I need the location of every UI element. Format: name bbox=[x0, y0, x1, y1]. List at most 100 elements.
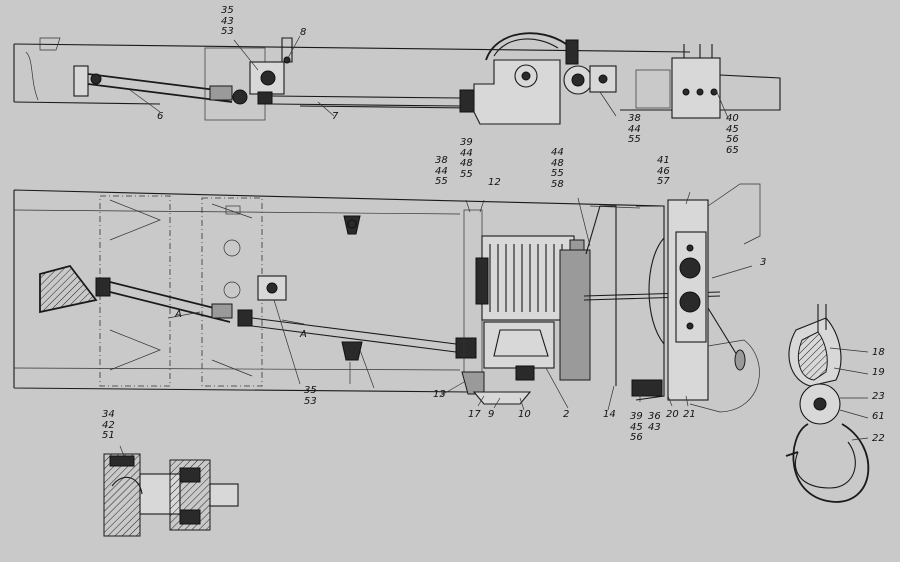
plan-propeller-shaft bbox=[39, 264, 477, 359]
callout-number: 39 bbox=[460, 137, 473, 148]
callout-number: 53 bbox=[221, 26, 234, 37]
callout-number: 55 bbox=[435, 176, 448, 187]
winch-body-plan bbox=[461, 205, 641, 405]
guide-bolt-b bbox=[696, 88, 704, 96]
drum-cable-wraps bbox=[489, 244, 563, 312]
frame-rail-top-line bbox=[13, 43, 691, 53]
callout-number: 43 bbox=[221, 15, 234, 27]
callout-2: 2 bbox=[563, 409, 569, 421]
plan-ujoint-gearbox bbox=[455, 337, 477, 359]
callout-number: 35 bbox=[304, 385, 317, 396]
callout-number: A bbox=[300, 329, 307, 340]
hook-leaders bbox=[829, 347, 869, 441]
bearing-lower bbox=[179, 509, 201, 525]
callout-18: 18 bbox=[872, 347, 885, 359]
gear-hub bbox=[521, 71, 531, 81]
callout-number: 20 bbox=[666, 409, 679, 420]
rear-cable-guide-side bbox=[635, 44, 721, 119]
callout-38-44-55-left: 38 44 55 bbox=[435, 155, 448, 188]
callout-number: 40 bbox=[726, 113, 739, 124]
side-view-leaders bbox=[129, 35, 729, 119]
callout-34-42-51: 34 42 51 bbox=[102, 409, 115, 442]
side-view bbox=[13, 32, 781, 125]
callout-number: 42 bbox=[102, 419, 115, 431]
winch-side-frame bbox=[559, 249, 591, 381]
callout-number: 44 bbox=[628, 123, 641, 135]
callout-number: 7 bbox=[332, 111, 339, 122]
gearbox-drain bbox=[515, 365, 535, 381]
callout-17: 17 bbox=[468, 409, 481, 421]
callout-7: 7 bbox=[332, 111, 339, 123]
guide-bolt-1 bbox=[686, 244, 694, 252]
shaft-stub bbox=[209, 483, 239, 507]
callout-21: 21 bbox=[683, 409, 696, 421]
gearbox-cover bbox=[493, 329, 549, 357]
plan-support-bearing bbox=[257, 275, 287, 301]
drum-end-hub bbox=[571, 73, 585, 87]
small-bracket-legs bbox=[349, 349, 375, 389]
small-bracket-bottom bbox=[341, 341, 363, 361]
side-frame-14 bbox=[585, 205, 617, 386]
guide-bolt-c bbox=[710, 88, 718, 96]
guide-frame bbox=[671, 57, 721, 119]
intermediate-support bbox=[204, 37, 293, 121]
callout-number: 51 bbox=[102, 430, 115, 441]
propeller-shaft-7 bbox=[271, 89, 477, 113]
bearing-section-detail bbox=[103, 445, 239, 537]
callout-35-43-53: 35 43 53 bbox=[221, 5, 234, 38]
plan-view bbox=[13, 183, 761, 413]
callout-6: 6 bbox=[157, 111, 164, 123]
crossmember-2 bbox=[201, 197, 263, 387]
callout-40-45-56-65: 40 45 56 65 bbox=[726, 113, 739, 156]
callout-12: 12 bbox=[488, 177, 501, 189]
callout-a-left: A bbox=[175, 309, 182, 321]
callout-number: 43 bbox=[648, 421, 661, 433]
callout-19: 19 bbox=[872, 367, 885, 379]
lever-arm bbox=[707, 307, 741, 361]
rope-line bbox=[817, 304, 827, 332]
callout-61: 61 bbox=[872, 411, 885, 423]
callout-10: 10 bbox=[518, 409, 531, 421]
callout-3: 3 bbox=[760, 257, 767, 269]
callout-number: 56 bbox=[630, 432, 643, 443]
callout-number: A bbox=[175, 309, 182, 320]
callout-number: 10 bbox=[518, 409, 531, 420]
callout-number: 22 bbox=[872, 433, 885, 444]
guide-bolt-2 bbox=[686, 322, 694, 330]
callout-number: 48 bbox=[460, 158, 473, 169]
bearing-upper bbox=[179, 467, 201, 483]
ujoint-left bbox=[90, 73, 102, 85]
hook-body bbox=[792, 423, 870, 503]
callout-13: 13 bbox=[433, 389, 446, 401]
callout-number: 13 bbox=[433, 389, 446, 400]
hose-lower bbox=[689, 339, 760, 413]
callout-35-53: 35 53 bbox=[304, 385, 317, 407]
callout-number: 38 bbox=[435, 155, 448, 166]
frame-small-parts bbox=[341, 215, 375, 389]
guide-curve bbox=[648, 237, 665, 345]
callout-number: 3 bbox=[760, 257, 767, 268]
callout-14: 14 bbox=[603, 409, 616, 421]
drum-guard-arc bbox=[485, 32, 567, 61]
support-bearing bbox=[260, 70, 276, 86]
callout-number: 65 bbox=[726, 144, 739, 156]
ujoint-mid bbox=[257, 91, 273, 105]
rope-socket-hatch bbox=[798, 331, 828, 381]
guide-bolts bbox=[683, 44, 713, 58]
drum-guard-inner bbox=[493, 38, 559, 57]
crossmember-1 bbox=[99, 195, 171, 387]
callout-number: 53 bbox=[304, 395, 317, 407]
plan-view-leaders bbox=[273, 191, 753, 411]
shaft-tube-7 bbox=[271, 95, 461, 107]
ujoint-right bbox=[232, 89, 248, 105]
roller-upper bbox=[679, 257, 701, 279]
rear-cable-guide-plan bbox=[631, 183, 761, 413]
support-bracket-8 bbox=[281, 37, 293, 63]
callout-number: 44 bbox=[460, 147, 473, 159]
guide-mount-bottom bbox=[631, 379, 663, 397]
bracket-small bbox=[39, 37, 61, 51]
callout-number: 6 bbox=[157, 111, 164, 122]
gearbox-housing bbox=[473, 59, 561, 125]
